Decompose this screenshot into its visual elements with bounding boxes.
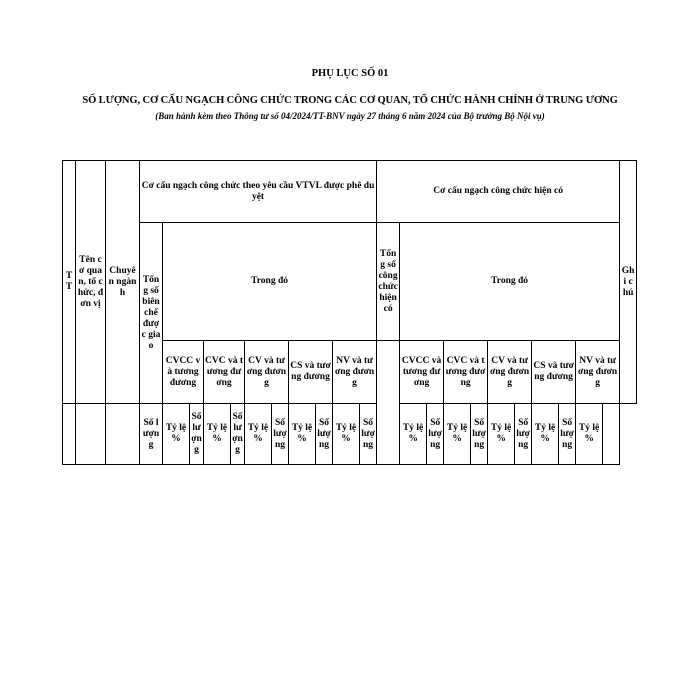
blank-specialty <box>105 403 140 465</box>
header-row-4-ranks: CVCC và tương đương CVC và tương đương C… <box>63 340 637 404</box>
approved-rank-nv: NV và tương đương <box>331 340 378 404</box>
header-row-5-subcols: Số lượng Tỷ lệ % Số lượng Tỷ lệ % Số lượ… <box>62 403 637 465</box>
subcol-ratio: Tỷ lệ % <box>332 403 360 465</box>
subcol-count: Số lượng <box>189 403 204 465</box>
header-tt: TT <box>62 160 76 404</box>
document-subtitle: SỐ LƯỢNG, CƠ CẤU NGẠCH CÔNG CHỨC TRONG C… <box>82 95 618 106</box>
blank-tt <box>62 403 76 465</box>
subcol-ratio: Tỷ lệ % <box>244 403 272 465</box>
header-current-blank <box>376 340 401 465</box>
header-agency-name: Tên cơ quan, tổ chức, đơn vị <box>75 160 106 404</box>
header-in-which-approved: Trong đó <box>161 222 378 341</box>
header-current-structure: Cơ cấu ngạch công chức hiện có <box>376 160 621 223</box>
subcol-ratio: Tỷ lệ % <box>203 403 231 465</box>
current-rank-cvc: CVC và tương đương <box>443 340 489 404</box>
header-in-which-current: Trong đó <box>399 222 621 341</box>
header-note: Ghi chú <box>619 160 638 404</box>
subcol-ratio: Tỷ lệ % <box>162 403 190 465</box>
subcol-count: Số lượng <box>271 403 289 465</box>
subcol-ratio: Tỷ lệ % <box>575 403 604 465</box>
approved-rank-cs: CS và tương đương <box>288 340 333 404</box>
approved-rank-cvcc: CVCC và tương đương <box>162 340 204 404</box>
subcol-count: Số lượng <box>139 403 163 465</box>
current-rank-cv: CV và tương đương <box>487 340 533 404</box>
blank-agency <box>75 403 106 465</box>
subcol-count: Số lượng <box>315 403 333 465</box>
subcol-ratio: Tỷ lệ % <box>487 403 516 465</box>
subcol-ratio: Tỷ lệ % <box>443 403 472 465</box>
staffing-structure-table: TT Tên cơ quan, tổ chức, đơn vị Chuyên n… <box>62 160 638 465</box>
approved-rank-cvc: CVC và tương đương <box>203 340 245 404</box>
header-approved-structure: Cơ cấu ngạch công chức theo yêu cầu VTVL… <box>138 160 378 223</box>
header-row-2: Tổng số biên chế được giao Trong đó Tổng… <box>63 222 637 404</box>
subcol-count: Số lượng <box>470 403 489 465</box>
header-total-assigned: Tổng số biên chế được giao <box>139 222 163 404</box>
subcol-count: Số lượng <box>358 403 378 465</box>
current-rank-nv: NV và tương đương <box>575 340 621 404</box>
subcol-ratio: Tỷ lệ % <box>288 403 316 465</box>
header-row-1: TT Tên cơ quan, tổ chức, đơn vị Chuyên n… <box>62 160 638 404</box>
subcol-ratio: Tỷ lệ % <box>531 403 560 465</box>
subcol-ratio: Tỷ lệ % <box>399 403 428 465</box>
subcol-count: Số lượng <box>426 403 445 465</box>
subcol-count: Số lượng <box>514 403 533 465</box>
approved-rank-cv: CV và tương đương <box>244 340 289 404</box>
current-rank-cvcc: CVCC và tương đương <box>399 340 445 404</box>
blank-note <box>602 403 621 465</box>
header-total-current: Tổng số công chức hiện có <box>376 222 401 341</box>
appendix-title: PHỤ LỤC SỐ 01 <box>311 68 389 79</box>
header-specialty: Chuyên ngành <box>105 160 140 404</box>
subcol-count: Số lượng <box>558 403 577 465</box>
issuance-note: (Ban hành kèm theo Thông tư số 04/2024/T… <box>155 111 545 121</box>
current-rank-cs: CS và tương đương <box>531 340 577 404</box>
subcol-count: Số lượng <box>230 403 245 465</box>
